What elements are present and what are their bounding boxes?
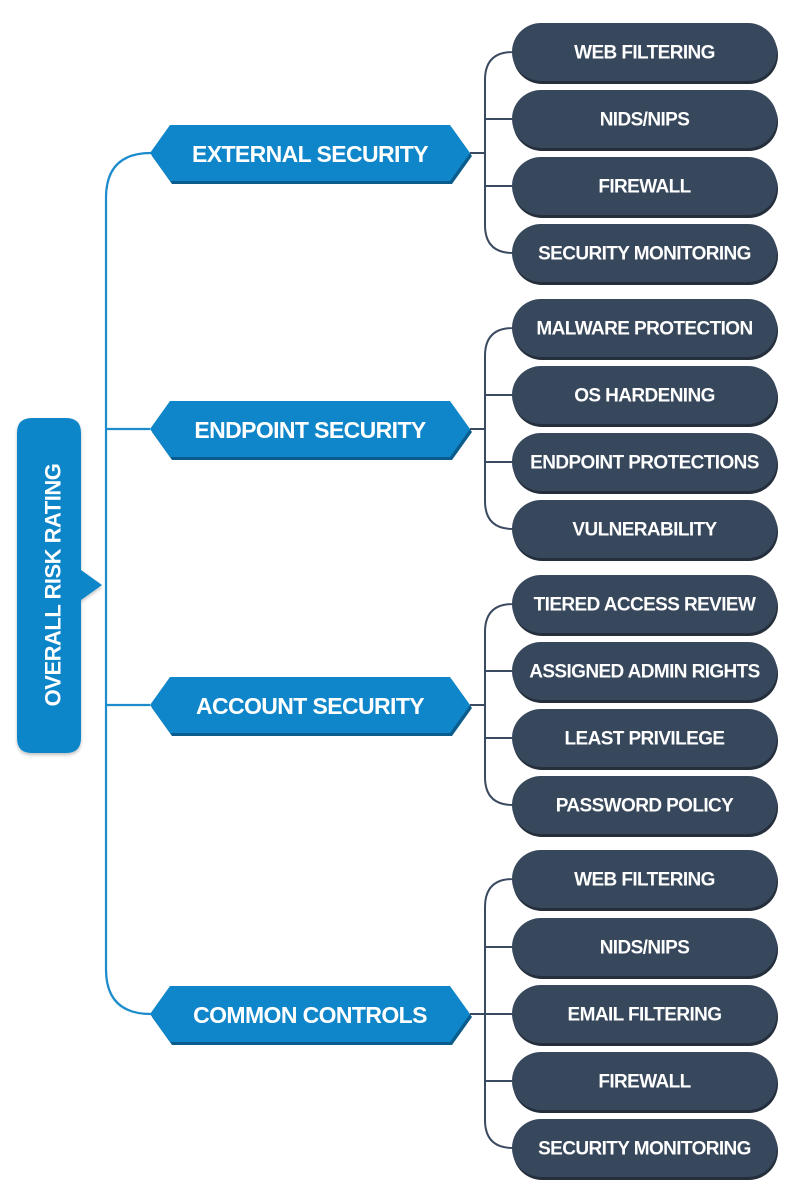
leaf-label: PASSWORD POLICY xyxy=(556,796,734,817)
leaf-label: FIREWALL xyxy=(598,1072,691,1093)
leaf-node xyxy=(512,850,777,908)
leaf-bracket xyxy=(484,327,514,530)
leaf-node xyxy=(512,224,777,282)
category-label: ACCOUNT SECURITY xyxy=(196,693,424,719)
category-node-1 xyxy=(150,125,470,181)
leaf-label: NIDS/NIPS xyxy=(600,110,690,131)
leaf-label: SECURITY MONITORING xyxy=(538,1139,751,1160)
category-node-2 xyxy=(150,401,470,457)
leaf-label: VULNERABILITY xyxy=(572,520,717,541)
leaf-bracket xyxy=(484,51,514,254)
trunk-connector xyxy=(104,151,152,1016)
leaf-node xyxy=(512,1119,777,1177)
leaf-label: ENDPOINT PROTECTIONS xyxy=(530,453,759,474)
root-node: OVERALL RISK RATING xyxy=(17,418,102,753)
category-label: EXTERNAL SECURITY xyxy=(192,141,428,167)
root-node-label: OVERALL RISK RATING xyxy=(41,464,66,707)
leaf-bracket xyxy=(484,603,514,806)
leaf-node xyxy=(512,985,777,1043)
category-node-4 xyxy=(150,986,470,1042)
leaf-label: WEB FILTERING xyxy=(574,870,715,891)
leaf-label: WEB FILTERING xyxy=(574,43,715,64)
leaf-nodes: WEB FILTERING NIDS/NIPS FIREWALL SECURITY M… xyxy=(512,23,778,1180)
leaf-node xyxy=(512,500,777,558)
leaf-node xyxy=(512,709,777,767)
category-node-3 xyxy=(150,677,470,733)
root-node-shape xyxy=(17,418,102,753)
leaf-node xyxy=(512,366,777,424)
connector-lines xyxy=(104,51,514,1149)
leaf-label: MALWARE PROTECTION xyxy=(536,319,752,340)
leaf-node xyxy=(512,157,777,215)
leaf-label: TIERED ACCESS REVIEW xyxy=(534,595,756,616)
leaf-label: SECURITY MONITORING xyxy=(538,244,751,265)
leaf-label: FIREWALL xyxy=(598,177,691,198)
leaf-node xyxy=(512,1052,777,1110)
leaf-node xyxy=(512,642,777,700)
leaf-node xyxy=(512,299,777,357)
leaf-node xyxy=(512,575,777,633)
leaf-label: EMAIL FILTERING xyxy=(568,1005,722,1026)
leaf-node xyxy=(512,433,777,491)
category-label: ENDPOINT SECURITY xyxy=(194,417,426,443)
category-label: COMMON CONTROLS xyxy=(193,1002,427,1028)
leaf-node xyxy=(512,23,777,81)
leaf-node xyxy=(512,918,777,976)
leaf-node xyxy=(512,90,777,148)
leaf-label: LEAST PRIVILEGE xyxy=(565,729,725,750)
leaf-label: OS HARDENING xyxy=(574,386,715,407)
leaf-label: ASSIGNED ADMIN RIGHTS xyxy=(529,662,760,683)
leaf-node xyxy=(512,776,777,834)
leaf-label: NIDS/NIPS xyxy=(600,938,690,959)
category-nodes: EXTERNAL SECURITY ENDPOINT SECURITY ACCOUN… xyxy=(150,125,472,1045)
